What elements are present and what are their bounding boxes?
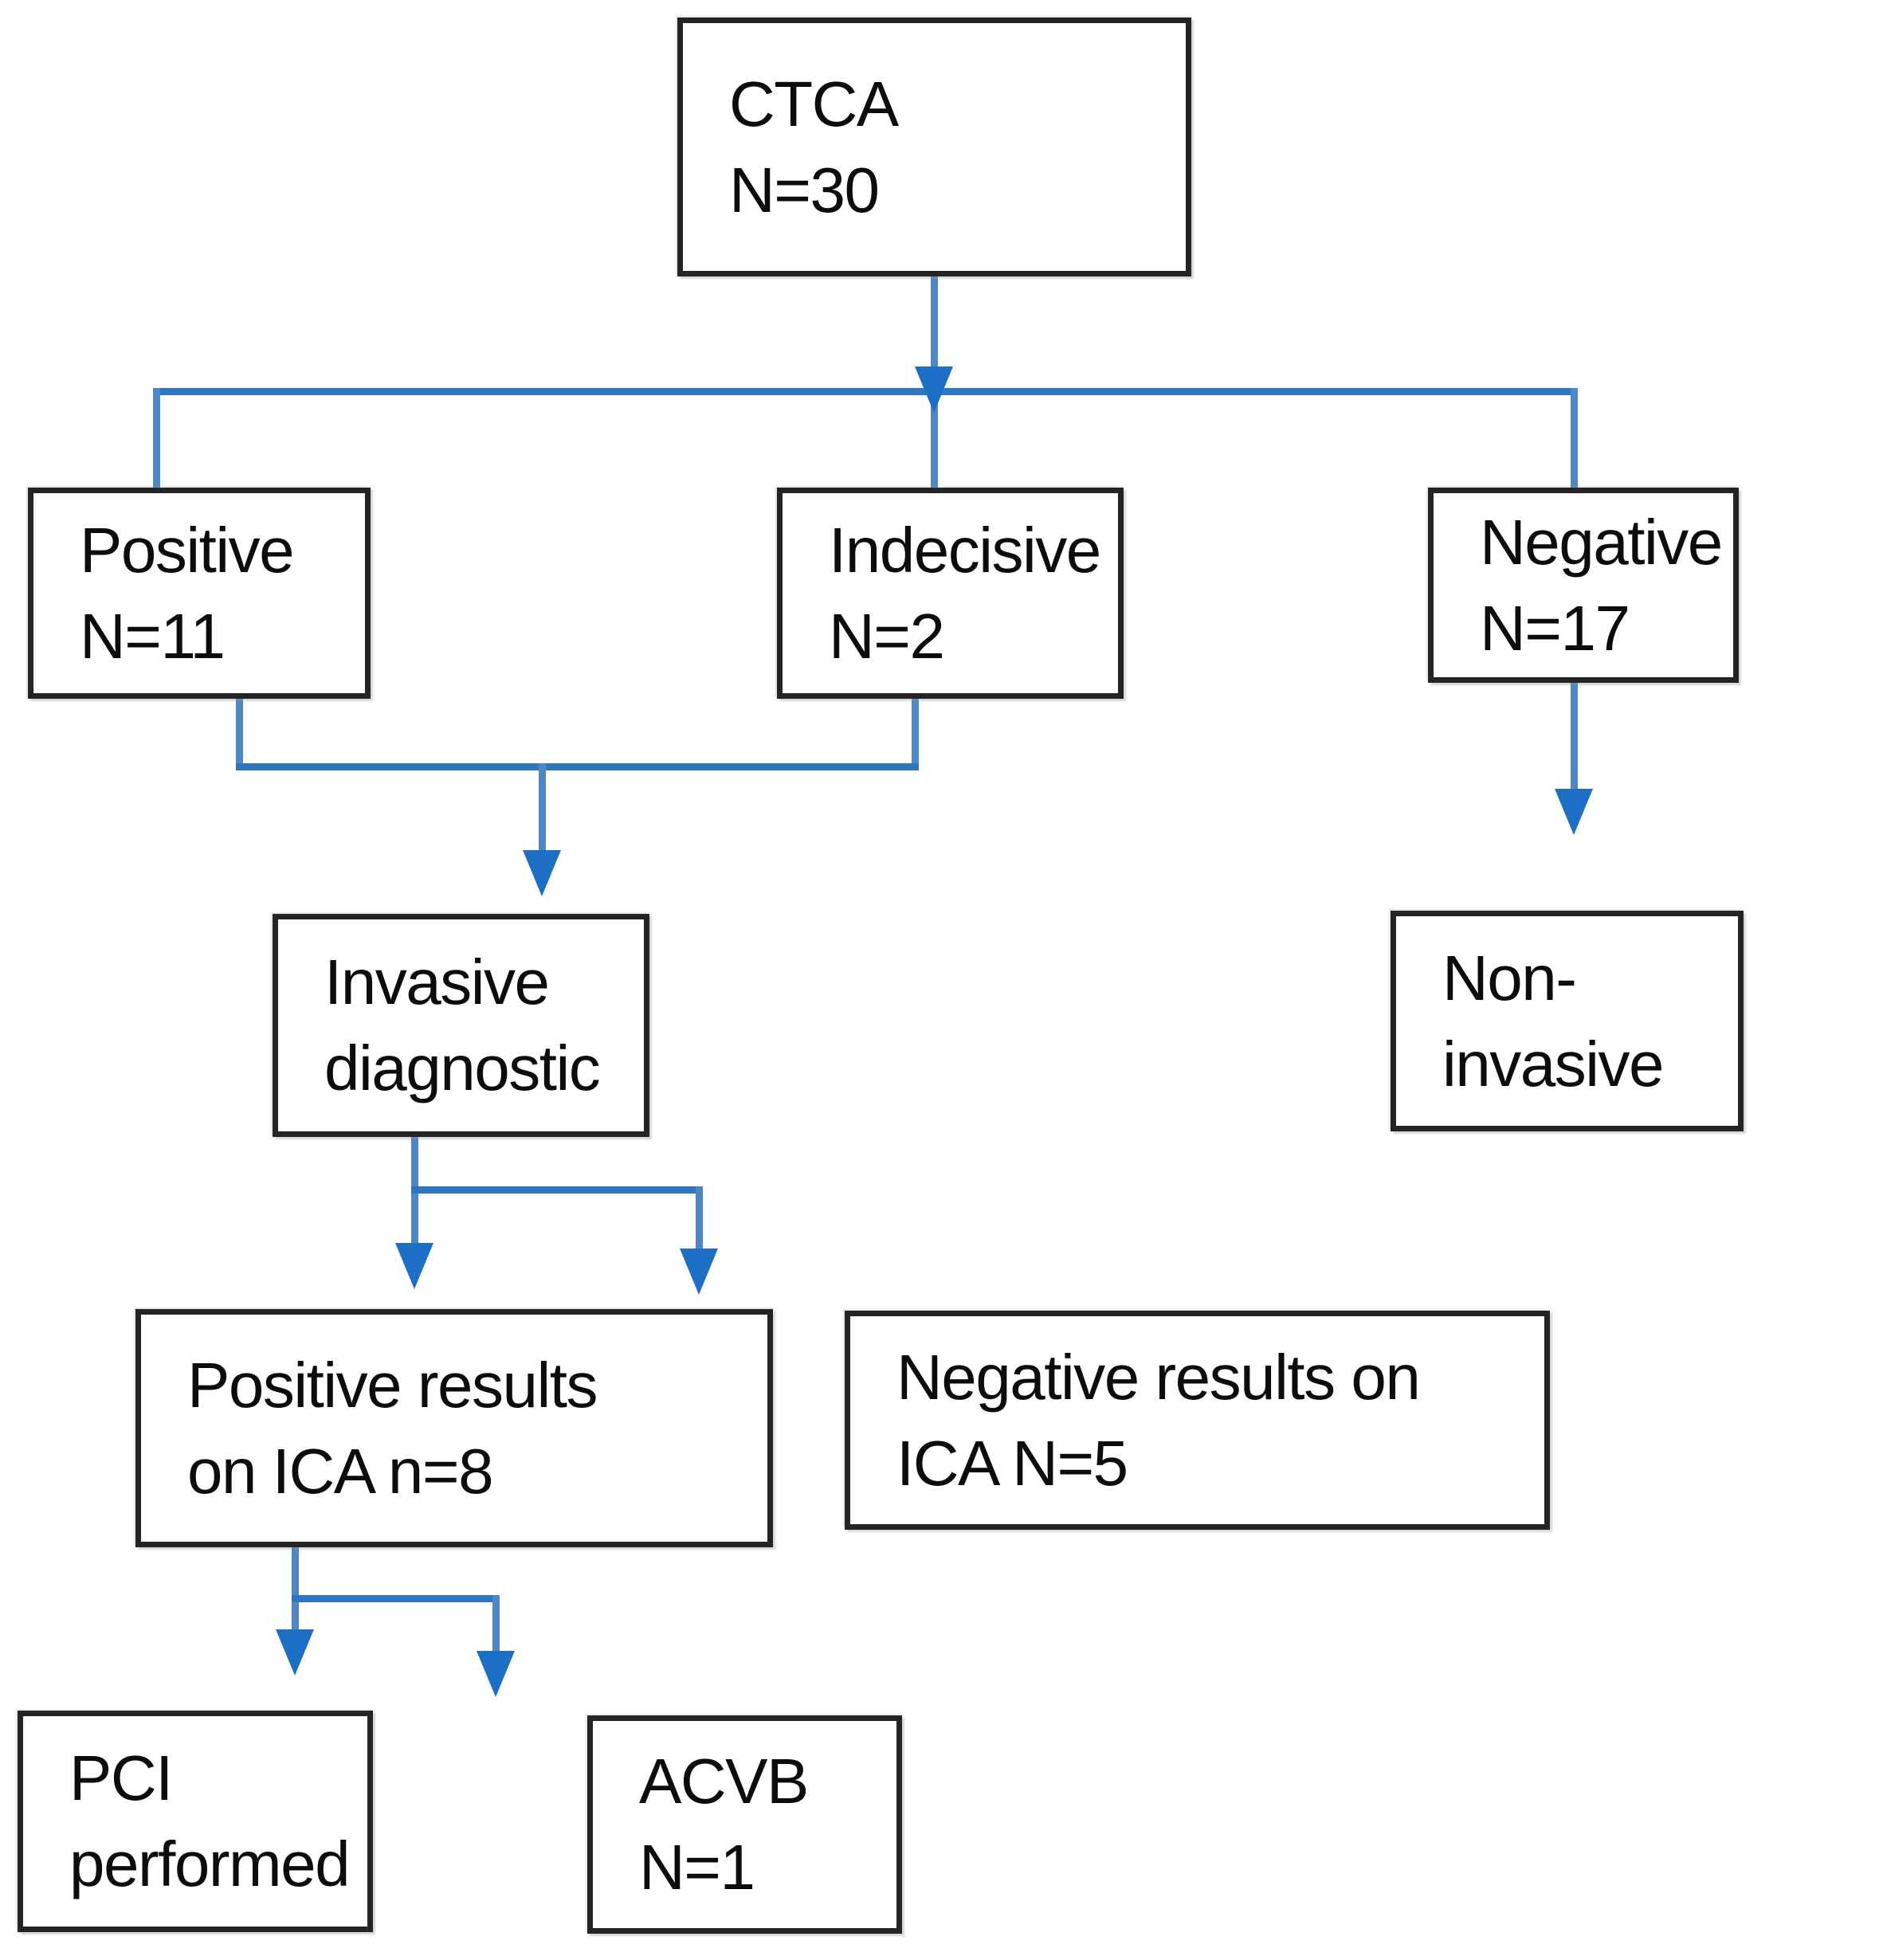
connector-positive-down (236, 699, 243, 770)
node-positive-results-line1: Positive results (187, 1349, 598, 1421)
arrow-down-icon (680, 1249, 718, 1295)
node-acvb-line2: N=1 (639, 1832, 755, 1903)
node-invasive-line2: diagnostic (324, 1033, 601, 1103)
node-acvb-line1: ACVB (639, 1746, 809, 1817)
node-invasive-diagnostic: Invasive diagnostic (273, 914, 649, 1137)
node-positive: Positive N=11 (28, 488, 371, 699)
arrow-down-icon (1555, 789, 1593, 835)
node-positive-results-ica: Positive results on ICA n=8 (135, 1309, 773, 1547)
connector-elbow-positive (153, 388, 160, 489)
connector-top-horizontal (153, 388, 1578, 395)
node-indecisive-line1: Indecisive (829, 514, 1101, 586)
arrow-down-icon (477, 1651, 515, 1697)
arrow-down-icon (395, 1243, 433, 1289)
connector-invasive-drop (539, 763, 546, 853)
connector-posresults-down (292, 1547, 299, 1632)
connector-split2-right-down (492, 1595, 500, 1652)
node-negative-results-line2: ICA N=5 (896, 1427, 1128, 1499)
arrow-down-icon (276, 1629, 314, 1676)
node-noninvasive-line1: Non- (1442, 942, 1577, 1013)
node-acvb: ACVB N=1 (587, 1715, 902, 1934)
node-non-invasive: Non- invasive (1391, 911, 1744, 1131)
connector-indecisive-down (912, 699, 919, 770)
node-ctca-line2: N=30 (729, 154, 880, 225)
node-negative: Negative N=17 (1428, 488, 1739, 683)
node-negative-results-line1: Negative results on (896, 1341, 1421, 1413)
connector-split1-right-down (696, 1186, 703, 1250)
connector-negative-down (1571, 683, 1578, 791)
node-negative-line1: Negative (1480, 506, 1723, 578)
connector-merge-horizontal (236, 763, 919, 770)
arrow-down-icon (915, 367, 953, 413)
node-ctca: CTCA N=30 (677, 18, 1191, 276)
node-indecisive: Indecisive N=2 (777, 488, 1124, 699)
node-noninvasive-line2: invasive (1442, 1028, 1665, 1100)
connector-split1-horizontal (411, 1186, 703, 1194)
node-pci-line2: performed (69, 1829, 351, 1899)
connector-split2-horizontal (292, 1595, 500, 1602)
node-ctca-line1: CTCA (729, 68, 899, 139)
node-positive-results-line2: on ICA n=8 (187, 1435, 494, 1507)
arrow-down-icon (523, 850, 561, 896)
node-positive-line1: Positive (80, 514, 295, 586)
connector-elbow-negative (1571, 388, 1578, 489)
node-pci-line1: PCI (69, 1742, 173, 1813)
node-indecisive-line2: N=2 (829, 600, 945, 672)
node-positive-line2: N=11 (80, 600, 226, 672)
node-negative-line2: N=17 (1480, 592, 1630, 664)
node-invasive-line1: Invasive (324, 947, 550, 1017)
node-pci-performed: PCI performed (18, 1711, 373, 1932)
node-negative-results-ica: Negative results on ICA N=5 (845, 1311, 1550, 1530)
